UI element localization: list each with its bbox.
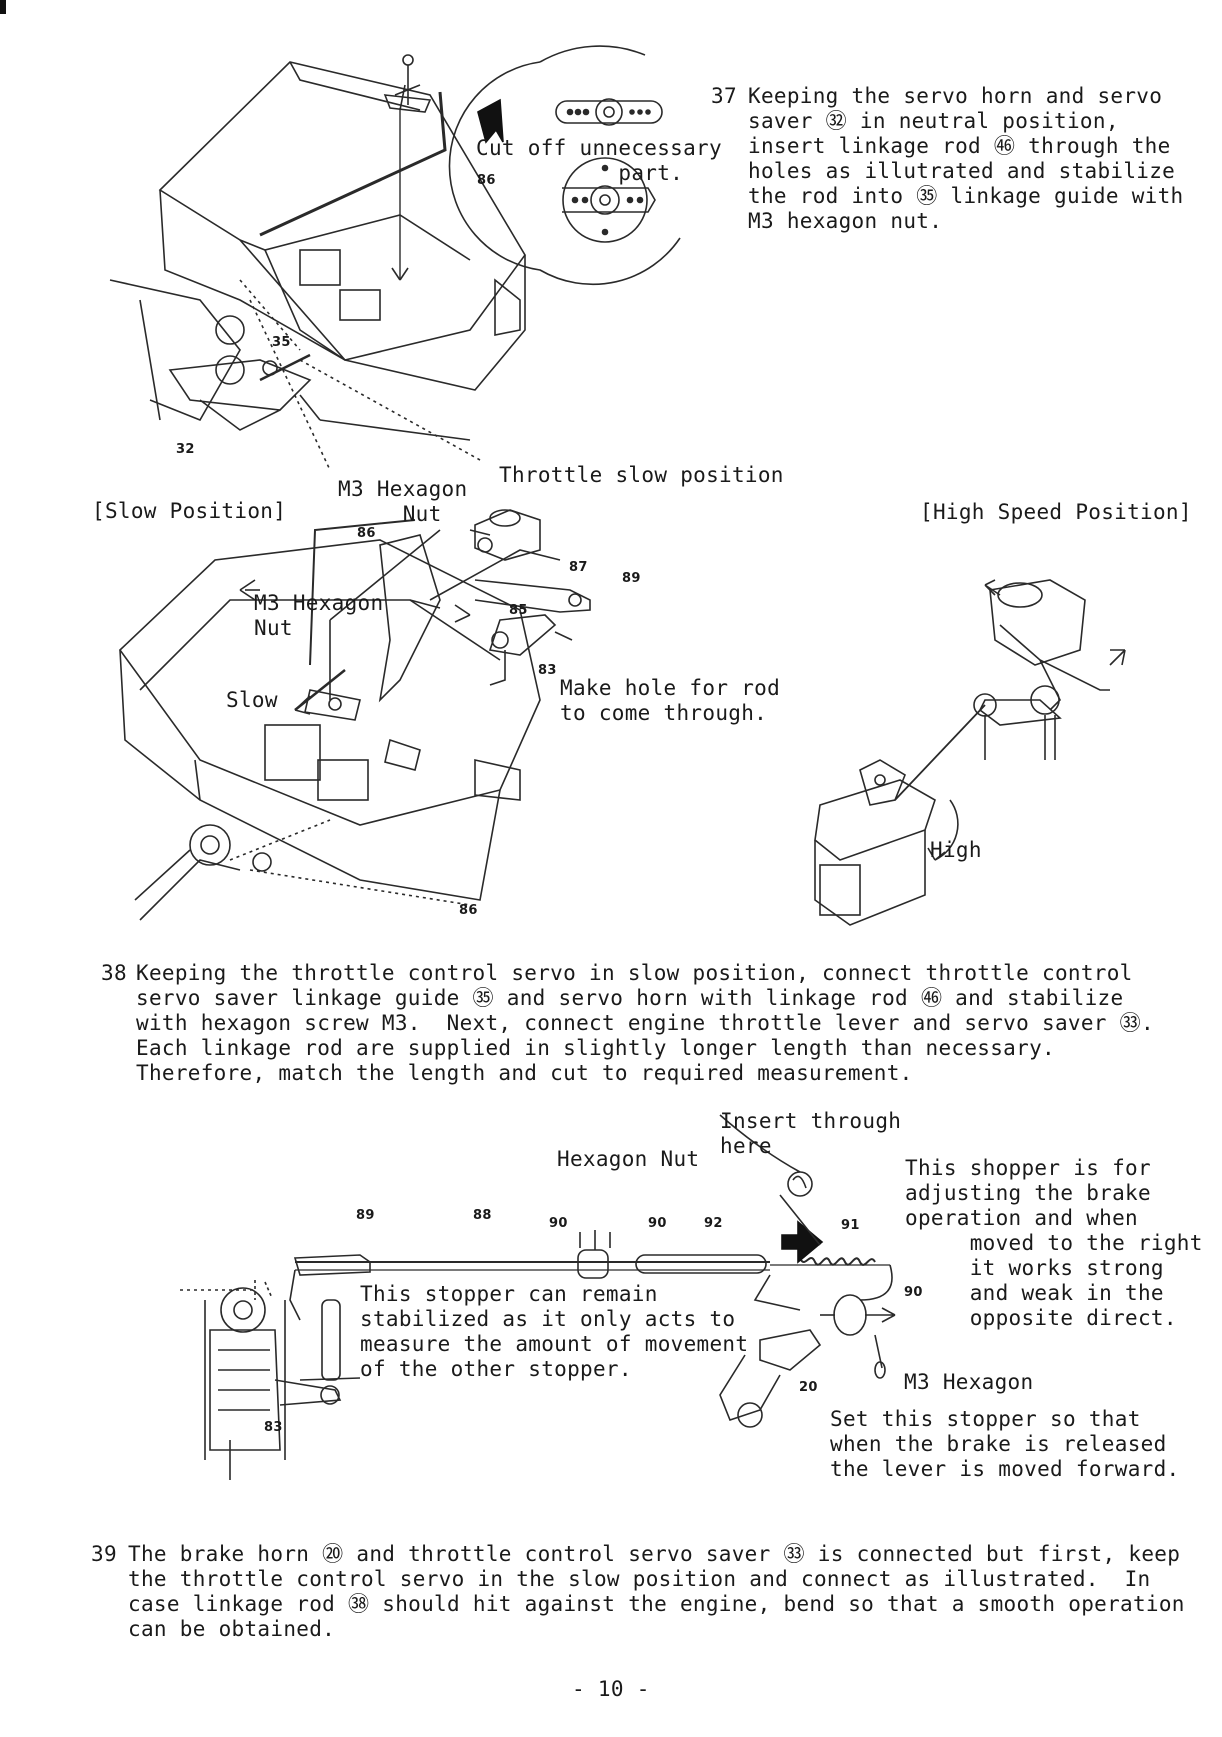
part-label-86-bottom: 86 xyxy=(459,903,478,918)
step-39-line-1: The brake horn ⑳ and throttle control se… xyxy=(128,1542,1181,1566)
part-label-83: 83 xyxy=(264,1420,283,1435)
part-label-91: 91 xyxy=(841,1218,860,1233)
make-hole-label: Make hole for rod to come through. xyxy=(560,676,781,725)
step-39-line-4: can be obtained. xyxy=(128,1617,336,1641)
step-38-line-4: Each linkage rod are supplied in slightl… xyxy=(136,1036,1055,1060)
cut-arrow-icon xyxy=(477,98,504,144)
step-37-line-4: holes as illutrated and stabilize xyxy=(748,159,1176,183)
step-38-line-1: Keeping the throttle control servo in sl… xyxy=(136,961,1133,985)
part-label-92: 92 xyxy=(704,1216,723,1231)
m3-hexagon-nut-label: M3 Hexagon Nut xyxy=(338,477,468,526)
step-38-line-5: Therefore, match the length and cut to r… xyxy=(136,1061,913,1085)
part-label-89-mid: 89 xyxy=(622,571,641,586)
figure-38-slow-tank xyxy=(118,519,541,921)
high-label: High xyxy=(930,838,982,862)
part-label-86-mid: 86 xyxy=(357,526,376,541)
figure-38-engine-throttle xyxy=(378,509,591,703)
step-38-line-3: with hexagon screw M3. Next, connect eng… xyxy=(136,1011,1154,1035)
hexagon-nut-label: Hexagon Nut xyxy=(557,1147,700,1171)
figure-39-brake-linkage xyxy=(180,1114,896,1480)
part-label-85: 85 xyxy=(509,603,528,618)
figure-38-high-speed xyxy=(814,579,1126,926)
step-37-line-3: insert linkage rod ㊻ through the xyxy=(748,134,1171,158)
step-37-line-1: Keeping the servo horn and servo xyxy=(748,84,1163,108)
step-37-line-2: saver ㉜ in neutral position, xyxy=(748,109,1119,133)
part-label-89: 89 xyxy=(356,1208,375,1223)
stopper-remain-note: This stopper can remain stabilized as it… xyxy=(360,1282,749,1381)
part-label-83-mid: 83 xyxy=(538,663,557,678)
part-label-88: 88 xyxy=(473,1208,492,1223)
slow-position-label: [Slow Position] xyxy=(92,499,287,523)
part-label-86: 86 xyxy=(477,173,496,188)
m3-hexagon-nut-left-label: M3 Hexagon Nut xyxy=(254,591,384,640)
page-number: - 10 - xyxy=(572,1677,650,1701)
throttle-slow-label: Throttle slow position xyxy=(499,463,784,487)
step-39-line-3: case linkage rod ㊳ should hit against th… xyxy=(128,1592,1185,1616)
stopper-adjust-note: This shopper is for adjusting the brake … xyxy=(905,1156,1203,1330)
step-37-line-5: the rod into ㉟ linkage guide with xyxy=(748,184,1184,208)
step-39-line-2: the throttle control servo in the slow p… xyxy=(128,1567,1151,1591)
servo-horn-inset xyxy=(448,45,681,286)
step-38-line-2: servo saver linkage guide ㉟ and servo ho… xyxy=(136,986,1124,1010)
insert-through-label: Insert through here xyxy=(720,1109,902,1158)
step-38-number: 38 xyxy=(101,961,127,985)
slow-label: Slow xyxy=(226,688,278,712)
part-label-90-right: 90 xyxy=(648,1216,667,1231)
step-37-number: 37 xyxy=(711,84,737,108)
m3-hexagon-label: M3 Hexagon xyxy=(904,1370,1034,1394)
part-label-90-left: 90 xyxy=(549,1216,568,1231)
high-speed-position-label: [High Speed Position] xyxy=(920,500,1192,524)
cut-off-callout: Cut off unnecessary part. xyxy=(476,136,722,185)
step-37-line-6: M3 hexagon nut. xyxy=(748,209,943,233)
figure-37-tank xyxy=(109,54,526,471)
part-label-35: 35 xyxy=(272,335,291,350)
part-label-87: 87 xyxy=(569,560,588,575)
set-stopper-note: Set this stopper so that when the brake … xyxy=(830,1407,1180,1481)
part-label-32: 32 xyxy=(176,442,195,457)
part-label-90-stopper: 90 xyxy=(904,1285,923,1300)
part-label-20: 20 xyxy=(799,1380,818,1395)
step-39-number: 39 xyxy=(91,1542,117,1566)
